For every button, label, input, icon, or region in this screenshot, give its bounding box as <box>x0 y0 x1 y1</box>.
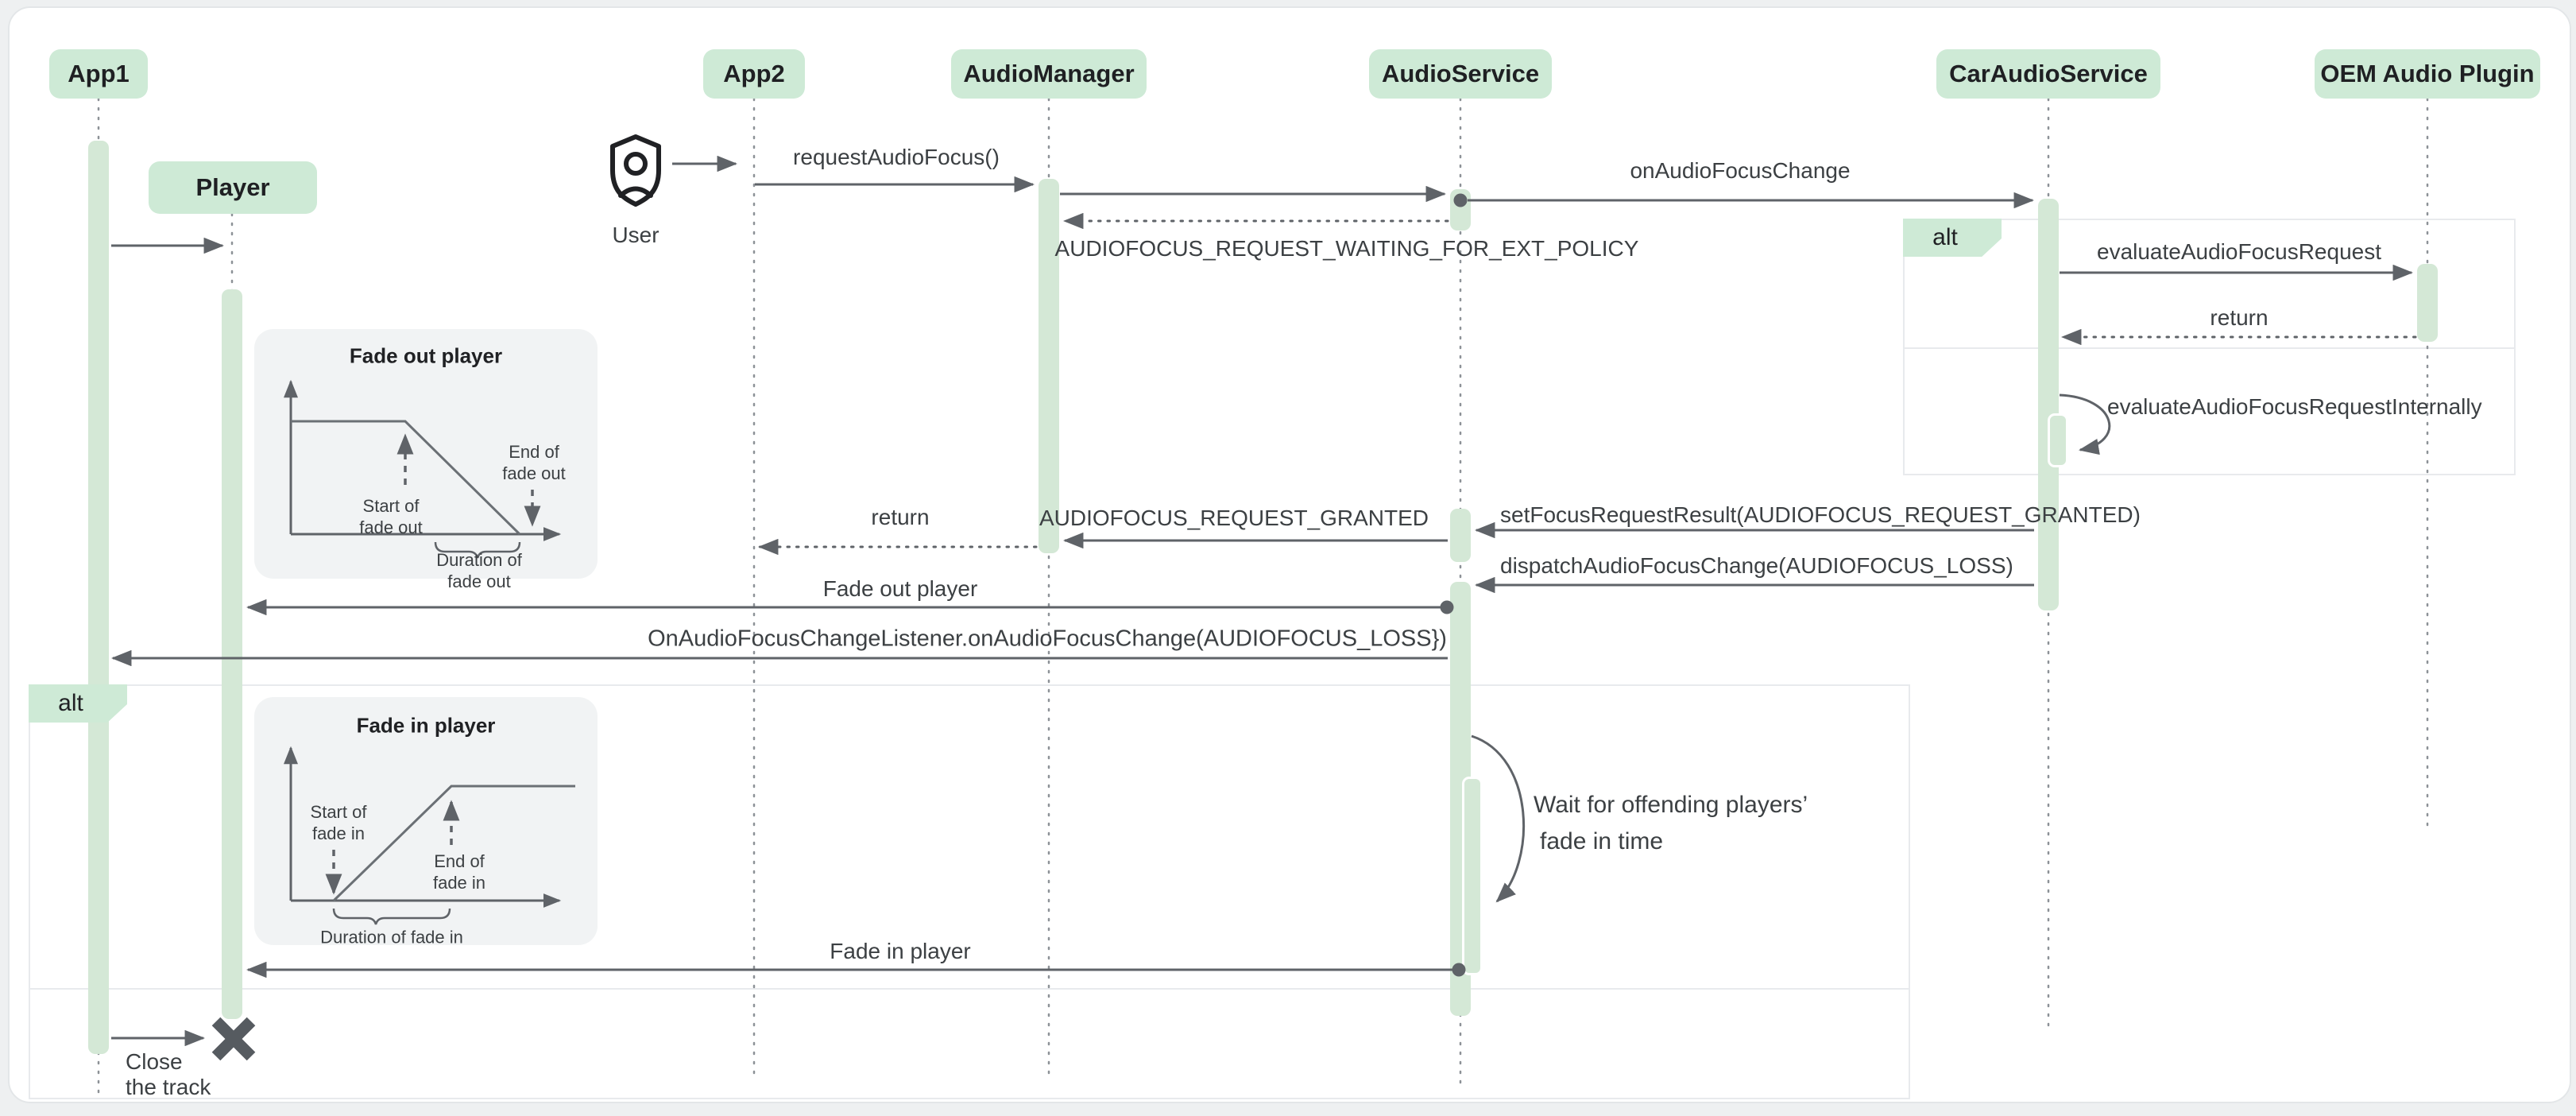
fade-out-end-label: End of fade out <box>502 442 566 483</box>
label-dispatch: dispatchAudioFocusChange(AUDIOFOCUS_LOSS… <box>1500 553 2013 578</box>
activation-app1 <box>88 141 109 1054</box>
alt-right-tab-label: alt <box>1932 224 1958 250</box>
alt-left-divider <box>30 988 1909 990</box>
participant-oem-audio-plugin: OEM Audio Plugin <box>2315 49 2540 99</box>
label-evaluate: evaluateAudioFocusRequest <box>2096 239 2382 264</box>
participant-audiomanager-label: AudioManager <box>963 60 1135 87</box>
fade-in-end-label: End of fade in <box>432 851 486 893</box>
label-evaluate-return: return <box>2210 305 2269 330</box>
note-close-line1: Close <box>126 1049 183 1074</box>
participant-oem-audio-plugin-label: OEM Audio Plugin <box>2320 60 2535 87</box>
fade-in-duration-label: Duration of fade in <box>320 927 463 947</box>
fade-out-inset: Fade out player Start of fade out End of… <box>254 329 598 591</box>
participant-app1-label: App1 <box>68 60 130 87</box>
fade-in-inset: Fade in player Start of fade in End of f… <box>254 697 598 947</box>
label-fadeout: Fade out player <box>822 576 978 601</box>
activation-audioservice-top <box>1450 189 1471 231</box>
alt-left-tab: alt <box>29 684 127 723</box>
fade-in-start-label: Start of fade in <box>310 802 367 843</box>
participant-player: Player <box>149 161 317 214</box>
alt-fragment-left <box>29 684 1910 1099</box>
alt-fragment-right <box>1903 219 2516 475</box>
label-onaudiofocuschange: onAudioFocusChange <box>1630 158 1851 183</box>
label-setfocusrequestresult: setFocusRequestResult(AUDIOFOCUS_REQUEST… <box>1500 502 2141 527</box>
activation-caraudioservice <box>2038 199 2059 610</box>
fade-out-inset-plot <box>284 379 562 559</box>
participant-player-label: Player <box>195 173 270 201</box>
participant-app1: App1 <box>49 49 148 99</box>
participant-audioservice-label: AudioService <box>1381 60 1540 87</box>
fade-out-duration-label: Duration of fade out <box>436 550 522 591</box>
fade-in-inset-title: Fade in player <box>356 713 496 738</box>
participant-audioservice: AudioService <box>1369 49 1552 99</box>
activation-caraudioservice-internal <box>2048 413 2068 467</box>
label-granted: AUDIOFOCUS_REQUEST_GRANTED <box>1039 506 1429 530</box>
note-wait-line2: fade in time <box>1540 828 1664 854</box>
alt-left-tab-label: alt <box>58 690 83 716</box>
activation-player <box>222 289 242 1019</box>
fade-out-start-label: Start of fade out <box>359 496 423 537</box>
label-listener: OnAudioFocusChangeListener.onAudioFocusC… <box>648 626 1447 652</box>
participant-caraudioservice: CarAudioService <box>1936 49 2160 99</box>
note-wait-line1: Wait for offending players’ <box>1534 792 1808 818</box>
label-waiting: AUDIOFOCUS_REQUEST_WAITING_FOR_EXT_POLIC… <box>1054 236 1639 261</box>
label-evaluate-internally: evaluateAudioFocusRequestInternally <box>2107 394 2482 419</box>
participant-audiomanager: AudioManager <box>951 49 1147 99</box>
participant-app2: App2 <box>703 49 805 99</box>
label-fadein: Fade in player <box>830 939 971 963</box>
alt-right-tab: alt <box>1903 219 2002 257</box>
participant-caraudioservice-label: CarAudioService <box>1949 60 2148 87</box>
activation-audioservice-wait <box>1462 777 1483 975</box>
participant-app2-label: App2 <box>723 60 785 87</box>
activation-oem <box>2417 264 2438 342</box>
activation-audioservice-mid <box>1450 509 1471 562</box>
alt-right-divider <box>1905 347 2514 349</box>
label-manager-return: return <box>871 505 930 529</box>
fade-out-inset-title: Fade out player <box>349 343 503 368</box>
user-actor-label: User <box>612 223 659 247</box>
activation-audiomanager <box>1039 179 1059 553</box>
label-requestaudiofocus: requestAudioFocus() <box>793 145 1000 169</box>
note-close-line2: the track <box>126 1075 211 1099</box>
fade-in-inset-plot <box>284 746 575 925</box>
